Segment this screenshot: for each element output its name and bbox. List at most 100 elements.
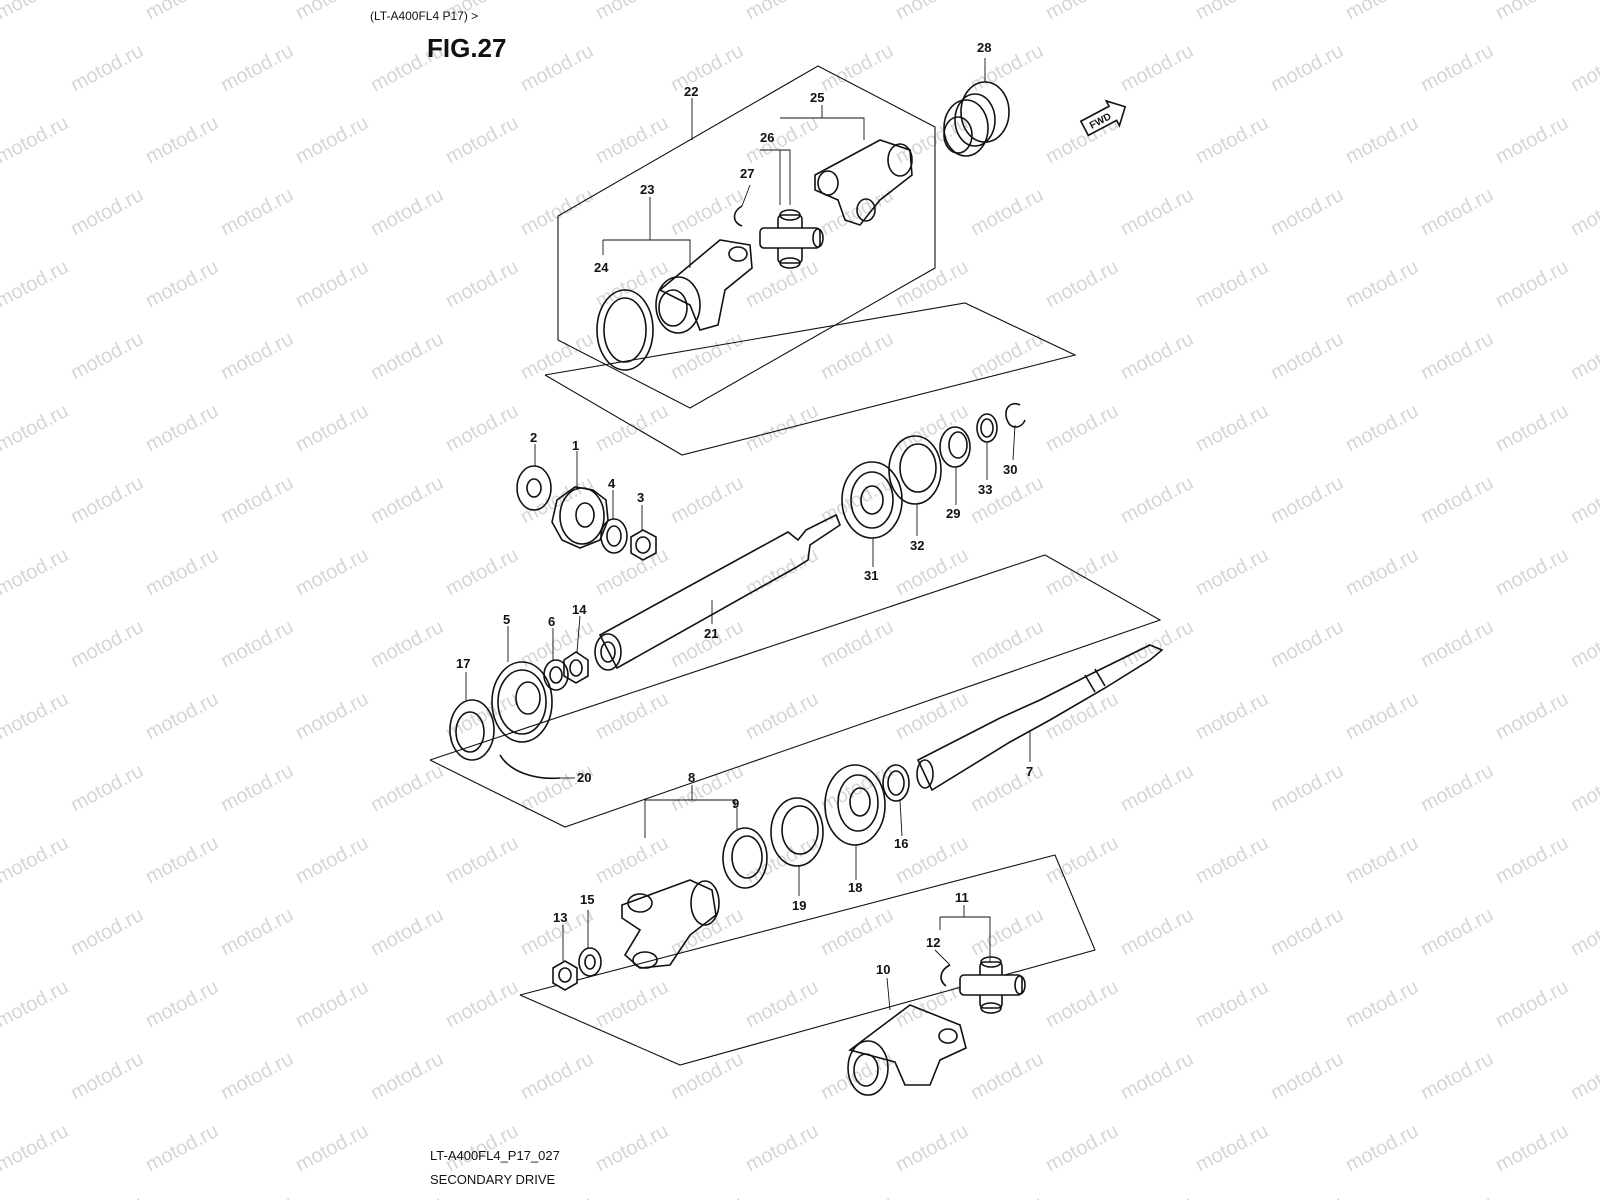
watermark-text: motod.ru <box>1417 1048 1497 1104</box>
watermark-text: motod.ru <box>292 0 372 24</box>
watermark-text: motod.ru <box>1492 544 1572 600</box>
watermark-text: motod.ru <box>292 1120 372 1176</box>
watermark-text: motod.ru <box>1117 904 1197 960</box>
watermark-text: motod.ru <box>1492 832 1572 888</box>
watermark-text: motod.ru <box>1192 688 1272 744</box>
watermark-text: motod.ru <box>0 256 72 312</box>
watermark-text: motod.ru <box>1042 1120 1122 1176</box>
watermark-text: motod.ru <box>1267 40 1347 96</box>
watermark-text: motod.ru <box>217 472 297 528</box>
watermark-text: motod.ru <box>1342 112 1422 168</box>
watermark-text: motod.ru <box>0 1120 72 1176</box>
watermark-text: motod.ru <box>442 832 522 888</box>
watermark-text: motod.ru <box>1492 256 1572 312</box>
watermark-text: motod.ru <box>1417 328 1497 384</box>
watermark-text: motod.ru <box>1417 40 1497 96</box>
watermark-text: motod.ru <box>217 904 297 960</box>
part-28-boot <box>943 81 1010 157</box>
watermark-text: motod.ru <box>0 688 72 744</box>
watermark-text: motod.ru <box>1042 976 1122 1032</box>
watermark-text: motod.ru <box>742 688 822 744</box>
part-23-yoke <box>655 239 753 334</box>
watermark-text: motod.ru <box>667 328 747 384</box>
watermark-text: motod.ru <box>1117 184 1197 240</box>
part-11-cross-spider <box>959 956 1026 1014</box>
watermark-text: motod.ru <box>592 1120 672 1176</box>
callout-21: 21 <box>704 626 718 641</box>
callout-2: 2 <box>530 430 537 445</box>
callout-25: 25 <box>810 90 824 105</box>
watermark-text: motod.ru <box>142 0 222 24</box>
watermark-text: motod.ru <box>592 832 672 888</box>
watermark-text: motod.ru <box>1042 832 1122 888</box>
watermark-text: motod.ru <box>1042 400 1122 456</box>
watermark-text: motod.ru <box>1492 400 1572 456</box>
watermark-text: motod.ru <box>592 400 672 456</box>
watermark-text: motod.ru <box>1117 40 1197 96</box>
watermark-text: motod.ru <box>517 760 597 816</box>
propeller-shaft-assembly-outline <box>557 65 936 409</box>
watermark-text: motod.ru <box>892 0 972 24</box>
watermark-text: motod.ru <box>817 616 897 672</box>
watermark-text: motod.ru <box>742 0 822 24</box>
callout-18: 18 <box>848 880 862 895</box>
part-19-oil-seal <box>770 797 824 867</box>
watermark-text: motod.ru <box>217 616 297 672</box>
watermark-text: motod.ru <box>142 976 222 1032</box>
watermark-text: motod.ru <box>367 760 447 816</box>
part-7-countershaft <box>916 644 1164 792</box>
watermark-text: motod.ru <box>517 1048 597 1104</box>
watermark-text: motod.ru <box>1492 112 1572 168</box>
callout-7: 7 <box>1026 764 1033 779</box>
diagram-title: SECONDARY DRIVE <box>430 1172 556 1187</box>
middle-section-guide-lines <box>429 554 1162 828</box>
watermark-text: motod.ru <box>1567 1192 1600 1200</box>
watermark-text: motod.ru <box>217 760 297 816</box>
watermark-text: motod.ru <box>742 256 822 312</box>
watermark-text: motod.ru <box>742 544 822 600</box>
watermark-text: motod.ru <box>442 400 522 456</box>
watermark-text: motod.ru <box>742 976 822 1032</box>
watermark-text: motod.ru <box>817 40 897 96</box>
watermark-text: motod.ru <box>142 832 222 888</box>
callout-3: 3 <box>637 490 644 505</box>
watermark-text: motod.ru <box>1567 904 1600 960</box>
callout-5: 5 <box>503 612 510 627</box>
watermark-text: motod.ru <box>67 1048 147 1104</box>
watermark-text: motod.ru <box>817 328 897 384</box>
watermark-text: motod.ru <box>1567 328 1600 384</box>
watermark-text: motod.ru <box>142 400 222 456</box>
watermark-text: motod.ru <box>1192 256 1272 312</box>
watermark-text: motod.ru <box>67 1192 147 1200</box>
watermark-text: motod.ru <box>1417 472 1497 528</box>
part-20-clip <box>499 754 561 780</box>
part-18-bearing <box>824 764 886 846</box>
watermark-text: motod.ru <box>1567 616 1600 672</box>
watermark-text: motod.ru <box>1342 688 1422 744</box>
watermark-text: motod.ru <box>1567 184 1600 240</box>
watermark-text: motod.ru <box>1117 616 1197 672</box>
part-9-seal <box>722 827 768 889</box>
watermark-text: motod.ru <box>667 616 747 672</box>
watermark-text: motod.ru <box>517 184 597 240</box>
part-8-yoke <box>621 879 720 969</box>
watermark-text: motod.ru <box>1492 1120 1572 1176</box>
leader-lines <box>465 58 1031 1011</box>
watermark-text: motod.ru <box>667 1192 747 1200</box>
callout-8: 8 <box>688 770 695 785</box>
watermark-text: motod.ru <box>1492 0 1572 24</box>
watermark-text: motod.ru <box>1192 400 1272 456</box>
watermark-text: motod.ru <box>67 760 147 816</box>
watermark-text: motod.ru <box>0 0 72 24</box>
watermark-text: motod.ru <box>67 472 147 528</box>
watermark-text: motod.ru <box>1567 472 1600 528</box>
watermark-text: motod.ru <box>517 1192 597 1200</box>
watermark-text: motod.ru <box>892 688 972 744</box>
watermark-text: motod.ru <box>367 616 447 672</box>
callout-27: 27 <box>740 166 754 181</box>
callout-30: 30 <box>1003 462 1017 477</box>
watermark-text: motod.ru <box>0 400 72 456</box>
part-13-nut <box>552 960 578 991</box>
